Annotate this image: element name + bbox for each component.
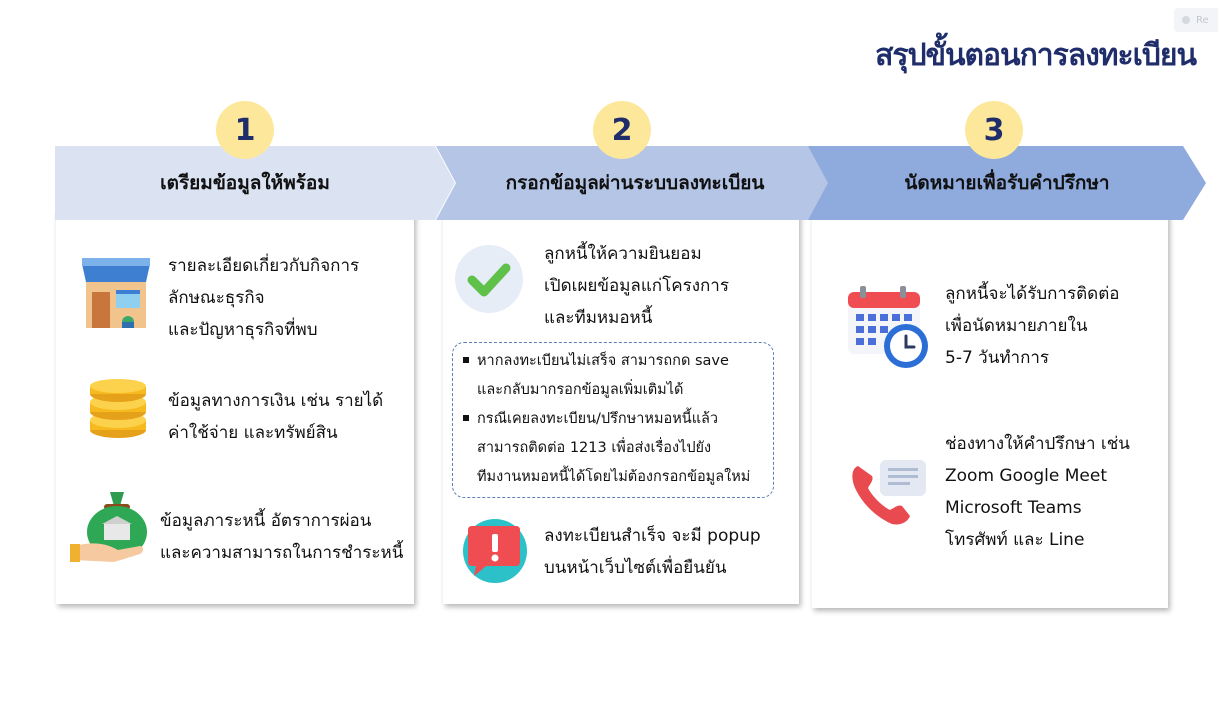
text-line: ลงทะเบียนสำเร็จ จะมี popup [544, 526, 761, 546]
text-line: และปัญหาธุรกิจที่พบ [168, 320, 318, 340]
text-line: ข้อมูลภาระหนี้ อัตราการผ่อน [160, 511, 372, 531]
coins-icon [90, 379, 146, 438]
step-1-heading: เตรียมข้อมูลให้พร้อม [160, 172, 330, 194]
text-line: และความสามารถในการชำระหนี้ [160, 543, 404, 563]
note-bullet-2: กรณีเคยลงทะเบียน/ปรึกษาหมอหนี้แล้ว [461, 405, 773, 434]
step-2-note-box: หากลงทะเบียนไม่เสร็จ สามารถกด save และกล… [452, 342, 774, 498]
step-1-banner-shape [55, 146, 455, 220]
step-1-number-badge: 1 [216, 101, 274, 159]
calendar-clock-icon [848, 286, 928, 368]
text-line: และกลับมากรอกข้อมูลเพิ่มเติมได้ [477, 382, 684, 398]
step-1-item-3-text: ข้อมูลภาระหนี้ อัตราการผ่อน และความสามาร… [160, 505, 403, 569]
step-2-banner: กรอกข้อมูลผ่านระบบลงทะเบียน [436, 146, 834, 220]
step-2-banner-shape [436, 146, 834, 220]
step-3-item-1-text: ลูกหนี้จะได้รับการติดต่อ เพื่อนัดหมายภาย… [945, 278, 1119, 374]
step-3-banner: นัดหมายเพื่อรับคำปรึกษา [808, 146, 1206, 220]
text-line: Zoom Google Meet [945, 466, 1108, 486]
step-2-item-1-text: ลูกหนี้ให้ความยินยอม เปิดเผยข้อมูลแก่โคร… [544, 238, 729, 334]
text-line: เพื่อนัดหมายภายใน [945, 316, 1088, 336]
text-line: ลูกหนี้ให้ความยินยอม [544, 244, 702, 264]
text-line: หากลงทะเบียนไม่เสร็จ สามารถกด save [477, 353, 729, 369]
text-line: โทรศัพท์ และ Line [945, 530, 1085, 550]
store-icon [82, 258, 150, 328]
check-icon [455, 245, 523, 313]
step-1-item-2-text: ข้อมูลทางการเงิน เช่น รายได้ ค่าใช้จ่าย … [168, 385, 383, 449]
text-line: และทีมหมอหนี้ [544, 308, 653, 328]
record-dot-icon [1182, 16, 1190, 24]
step-3-item-2-text: ช่องทางให้คำปรึกษา เช่น Zoom Google Meet… [945, 428, 1130, 556]
text-line: ลักษณะธุรกิจ [168, 288, 265, 308]
bullet-icon [463, 414, 469, 421]
text-line: บนหน้าเว็บไซต์เพื่อยืนยัน [544, 558, 727, 578]
step-2-item-2-text: ลงทะเบียนสำเร็จ จะมี popup บนหน้าเว็บไซต… [544, 520, 761, 584]
text-line: ข้อมูลทางการเงิน เช่น รายได้ [168, 391, 384, 411]
text-line: ลูกหนี้จะได้รับการติดต่อ [945, 284, 1120, 304]
step-2-heading: กรอกข้อมูลผ่านระบบลงทะเบียน [505, 172, 765, 194]
step-3-banner-shape [808, 146, 1206, 220]
text-line: ค่าใช้จ่าย และทรัพย์สิน [168, 423, 338, 443]
text-line: กรณีเคยลงทะเบียน/ปรึกษาหมอหนี้แล้ว [477, 411, 719, 427]
text-line: ช่องทางให้คำปรึกษา เช่น [945, 434, 1130, 454]
text-line: 5-7 วันทำการ [945, 348, 1050, 368]
bullet-icon [463, 356, 469, 363]
corner-chip-label: Re [1196, 14, 1209, 26]
alert-icon [463, 519, 527, 583]
step-3-card [812, 210, 1168, 608]
text-line: Microsoft Teams [945, 498, 1082, 518]
note-bullet-1: หากลงทะเบียนไม่เสร็จ สามารถกด save [461, 347, 773, 376]
step-3-number-badge: 3 [965, 101, 1023, 159]
step-1-item-1-text: รายละเอียดเกี่ยวกับกิจการ ลักษณะธุรกิจ แ… [168, 250, 359, 346]
step-3-heading: นัดหมายเพื่อรับคำปรึกษา [904, 172, 1110, 194]
step-2-number-badge: 2 [593, 101, 651, 159]
phone-chat-icon [852, 460, 926, 525]
money-bag-icon [70, 492, 147, 562]
text-line: เปิดเผยข้อมูลแก่โครงการ [544, 276, 729, 296]
text-line: สามารถติดต่อ 1213 เพื่อส่งเรื่องไปยัง [477, 440, 712, 456]
step-1-banner: เตรียมข้อมูลให้พร้อม [55, 146, 455, 220]
page-title: สรุปขั้นตอนการลงทะเบียน [875, 38, 1197, 73]
text-line: ทีมงานหมอหนี้ได้โดยไม่ต้องกรอกข้อมูลใหม่ [477, 469, 751, 485]
corner-chip[interactable]: Re [1174, 8, 1218, 32]
text-line: รายละเอียดเกี่ยวกับกิจการ [168, 256, 360, 276]
